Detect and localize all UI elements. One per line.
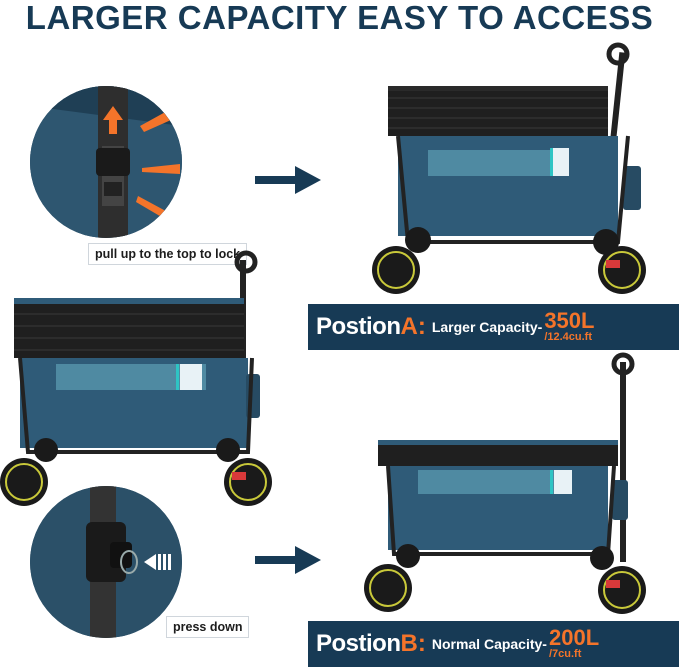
position-b-panel: Postion B: Normal Capacity- 200L /7cu.ft	[308, 621, 679, 667]
position-b-volume: 200L	[548, 625, 600, 650]
position-b-cuft: /7cu.ft	[548, 648, 582, 660]
headline: LARGER CAPACITY EASY TO ACCESS	[25, 0, 654, 36]
lock-detail-illustration-bottom	[30, 486, 182, 638]
position-a-label: Postion	[316, 313, 401, 340]
position-a-cuft: /12.4cu.ft	[544, 331, 592, 343]
arrow-right-icon	[255, 546, 321, 574]
position-a-letter: A:	[400, 313, 426, 340]
caption-press-down: press down	[166, 616, 250, 638]
wagon-normal-image	[364, 352, 646, 614]
position-a-panel: Postion A: Larger Capacity- 350L /12.4cu…	[308, 304, 679, 350]
position-b-desc: Normal Capacity-	[431, 636, 547, 652]
lock-detail-circle-top	[30, 86, 182, 238]
wagon-expanded-image	[372, 42, 646, 294]
caption-pull-up: pull up to the top to lock	[88, 243, 248, 265]
wagon-large-image	[0, 250, 272, 506]
position-b-letter: B:	[400, 630, 426, 657]
position-b-label: Postion	[316, 630, 401, 657]
position-a-volume: 350L	[544, 308, 595, 333]
arrow-right-icon	[255, 166, 321, 194]
lock-detail-circle-bottom	[30, 486, 182, 638]
lock-detail-illustration-top	[30, 86, 182, 238]
position-a-desc: Larger Capacity-	[431, 319, 543, 335]
